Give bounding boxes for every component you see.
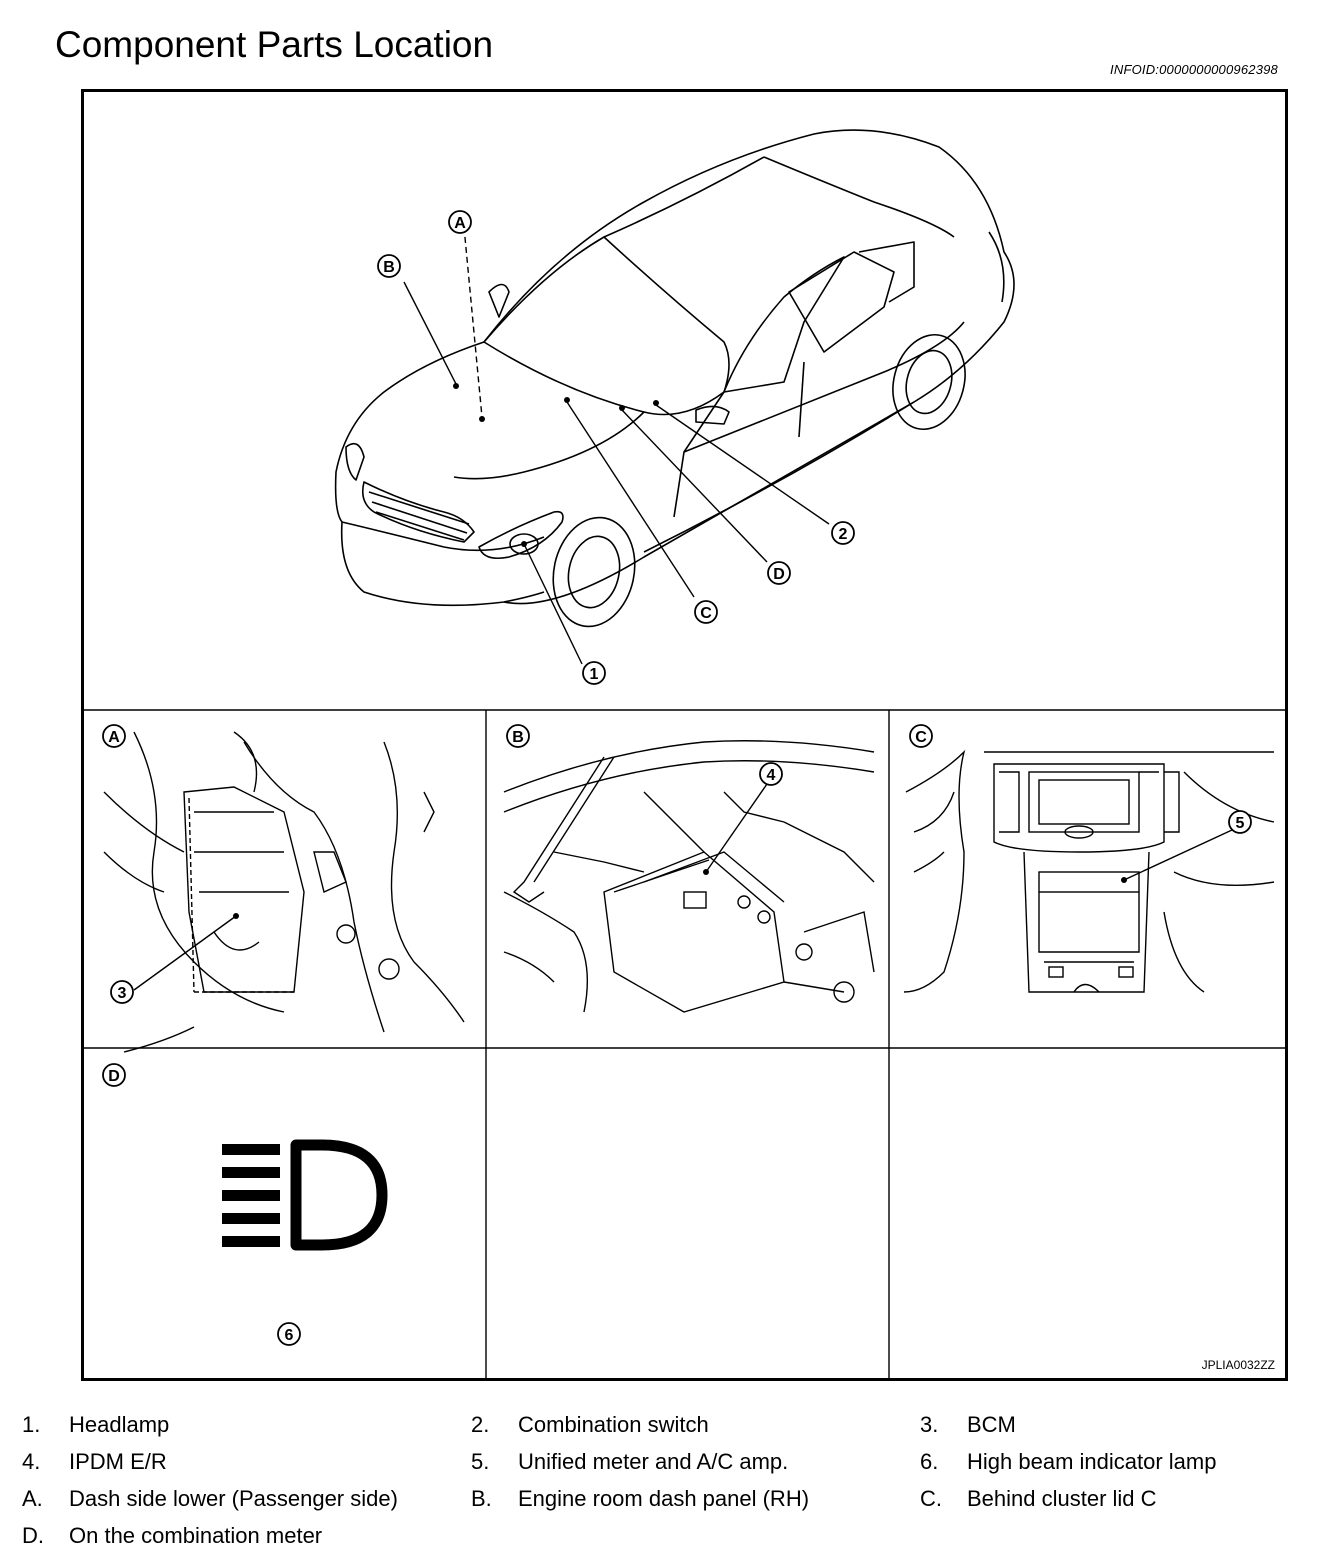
svg-text:D: D [108, 1068, 120, 1085]
legend-label: BCM [967, 1412, 1016, 1437]
callout-5: 5 [1228, 810, 1252, 834]
svg-text:6: 6 [285, 1327, 294, 1344]
panel-B-letter: B [506, 724, 530, 748]
legend-row: 1. Headlamp 2. Combination switch 3. BCM [0, 1412, 1328, 1449]
panel-C-letter: C [909, 724, 933, 748]
component-diagram-frame: A B C D 1 2 [81, 89, 1288, 1381]
callout-D: D [767, 561, 791, 585]
svg-text:C: C [915, 729, 927, 746]
legend-label: Headlamp [69, 1412, 170, 1437]
legend-key: 3. [920, 1412, 939, 1437]
panel-C-illustration [903, 749, 1275, 993]
legend-label: Unified meter and A/C amp. [518, 1449, 789, 1474]
legend-key: 4. [22, 1449, 41, 1474]
svg-text:1: 1 [590, 666, 599, 683]
legend: 1. Headlamp 2. Combination switch 3. BCM… [0, 1412, 1328, 1560]
svg-text:2: 2 [839, 526, 848, 543]
page-title: Component Parts Location [55, 24, 494, 65]
car-illustration [334, 129, 1015, 628]
legend-label: Behind cluster lid C [967, 1486, 1157, 1511]
legend-label: High beam indicator lamp [967, 1449, 1217, 1474]
legend-label: IPDM E/R [69, 1449, 167, 1474]
callout-B: B [377, 254, 401, 278]
legend-label: Dash side lower (Passenger side) [69, 1486, 398, 1511]
panel-A-letter: A [102, 724, 126, 748]
svg-text:B: B [383, 259, 395, 276]
high-beam-icon [222, 1139, 388, 1251]
legend-row: A. Dash side lower (Passenger side) B. E… [0, 1486, 1328, 1523]
panel-A-illustration [103, 731, 465, 1053]
callout-A: A [448, 210, 472, 234]
legend-key: 2. [471, 1412, 490, 1437]
panel-B-illustration [503, 740, 875, 1013]
legend-key: 5. [471, 1449, 490, 1474]
callout-2: 2 [831, 521, 855, 545]
callout-6: 6 [277, 1322, 301, 1346]
legend-key: C. [920, 1486, 942, 1511]
figure-code: JPLIA0032ZZ [1201, 1358, 1275, 1372]
component-diagram: A B C D 1 2 [84, 129, 1285, 1378]
legend-row: D. On the combination meter [0, 1523, 1328, 1560]
svg-text:C: C [700, 605, 712, 622]
info-id: INFOID:0000000000962398 [1110, 62, 1278, 77]
legend-label: Engine room dash panel (RH) [518, 1486, 810, 1511]
callout-3: 3 [110, 980, 134, 1004]
callout-4: 4 [759, 762, 783, 786]
legend-key: 6. [920, 1449, 939, 1474]
legend-key: A. [22, 1486, 43, 1511]
svg-text:A: A [454, 215, 466, 232]
legend-row: 4. IPDM E/R 5. Unified meter and A/C amp… [0, 1449, 1328, 1486]
legend-key: 1. [22, 1412, 41, 1437]
legend-key: D. [22, 1523, 44, 1548]
legend-label: On the combination meter [69, 1523, 323, 1548]
callout-C: C [694, 600, 718, 624]
svg-text:A: A [108, 729, 120, 746]
legend-label: Combination switch [518, 1412, 709, 1437]
legend-key: B. [471, 1486, 492, 1511]
svg-text:D: D [773, 566, 785, 583]
svg-text:4: 4 [767, 767, 776, 784]
svg-text:B: B [512, 729, 524, 746]
panel-D-letter: D [102, 1063, 126, 1087]
callout-1: 1 [582, 661, 606, 685]
svg-text:5: 5 [1236, 815, 1245, 832]
svg-text:3: 3 [118, 985, 127, 1002]
